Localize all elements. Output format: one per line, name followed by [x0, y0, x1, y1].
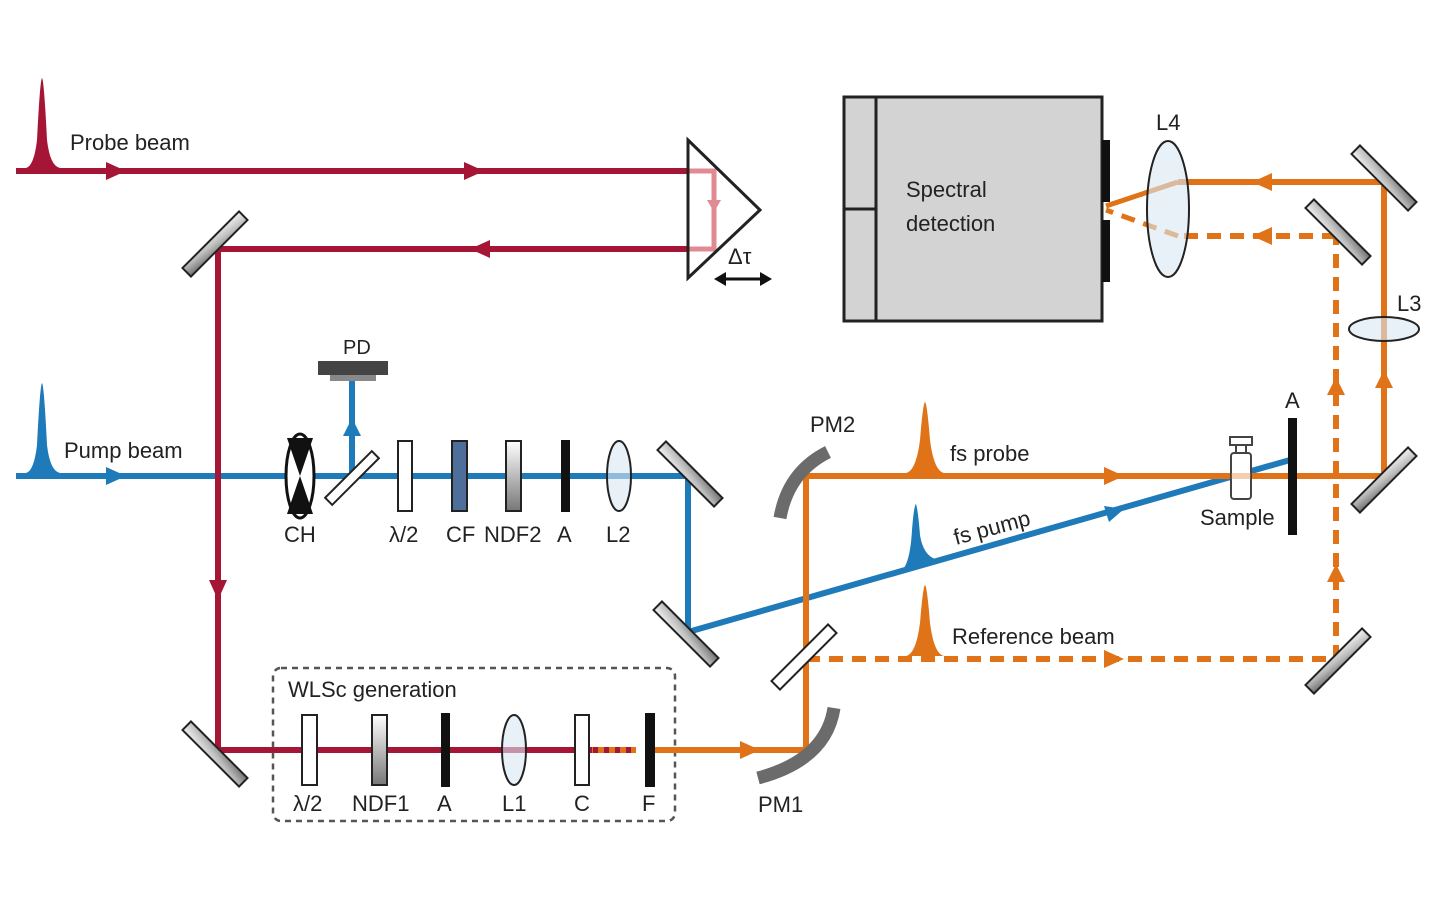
aperture-sample: A [1285, 388, 1300, 535]
pm1-label: PM1 [758, 792, 803, 817]
delay-label: Δτ [728, 244, 752, 269]
wlsc-generation-box: WLSc generation [271, 666, 677, 823]
cf-label: CF [446, 522, 475, 547]
mirror-reference-beamsplitter [770, 623, 838, 691]
pump-beam-label: Pump beam [64, 438, 183, 463]
l2-label: L2 [606, 522, 630, 547]
sample-cuvette: Sample [1200, 436, 1275, 530]
half-wave-probe-label: λ/2 [293, 791, 322, 816]
mirror-pump-upper [656, 440, 724, 508]
neutral-density-filter-1: NDF1 [352, 714, 409, 816]
half-wave-pump-label: λ/2 [389, 522, 418, 547]
l3-label: L3 [1397, 291, 1421, 316]
delay-double-arrow-icon [714, 272, 772, 286]
fs-pump-pulse-icon [900, 504, 942, 572]
pump-pulse-icon [26, 383, 60, 473]
aperture-pump: A [557, 440, 572, 547]
spectral-detector: Spectral detection [842, 95, 1110, 323]
fs-probe-label: fs probe [950, 441, 1030, 466]
color-filter: CF [446, 440, 475, 547]
mirror-pump-lower [652, 600, 720, 668]
l1-label: L1 [502, 791, 526, 816]
ndf1-label: NDF1 [352, 791, 409, 816]
ndf2-label: NDF2 [484, 522, 541, 547]
mirror-reference-lower [1304, 627, 1372, 695]
pump-beam-path [16, 380, 1291, 635]
crystal: C [574, 714, 590, 816]
lens-l3: L3 [1348, 291, 1421, 342]
filter-f: F [642, 713, 655, 816]
aperture-sample-label: A [1285, 388, 1300, 413]
half-wave-plate-probe: λ/2 [293, 714, 322, 816]
neutral-density-filter-2: NDF2 [484, 440, 541, 547]
filter-label: F [642, 791, 655, 816]
detector-label-line1: Spectral [906, 177, 987, 202]
reference-pulse-icon [906, 585, 944, 656]
retroreflector [686, 136, 763, 282]
sample-label: Sample [1200, 505, 1275, 530]
ch-label: CH [284, 522, 316, 547]
probe-pulse-icon [26, 78, 60, 168]
aperture-pump-label: A [557, 522, 572, 547]
aperture-probe-label: A [437, 791, 452, 816]
mirror-probe-top-left [181, 210, 249, 278]
plane-mirrors [181, 144, 1418, 788]
mirror-right-upper [1350, 144, 1418, 212]
lens-l4: L4 [1146, 110, 1190, 278]
probe-beam-label: Probe beam [70, 130, 190, 155]
lens-l2: L2 [606, 440, 632, 547]
half-wave-plate-pump: λ/2 [389, 440, 418, 547]
white-light-path [592, 179, 1387, 753]
pm2-label: PM2 [810, 412, 855, 437]
retroreflector-internal-path [688, 168, 717, 252]
pd-label: PD [343, 337, 371, 359]
white-light-arrows [740, 173, 1393, 759]
wlsc-title: WLSc generation [288, 677, 457, 702]
photodiode: PD [318, 337, 388, 381]
mirror-right-lower [1350, 446, 1418, 514]
parabolic-mirror-pm1: PM1 [756, 706, 841, 817]
probe-beam-path [16, 168, 688, 753]
pump-arrows [106, 418, 1124, 522]
reference-beam-label: Reference beam [952, 624, 1115, 649]
parabolic-mirror-pm2: PM2 [773, 412, 855, 520]
detector-label-line2: detection [906, 211, 995, 236]
mirror-reference-upper [1304, 198, 1372, 266]
probe-arrows [106, 162, 490, 600]
chopper: CH [284, 432, 316, 547]
l4-label: L4 [1156, 110, 1180, 135]
lens-l1: L1 [501, 714, 527, 816]
retroreflector-arrow-icon [707, 200, 721, 212]
aperture-probe: A [437, 713, 452, 816]
mirror-probe-bottom-left [181, 720, 249, 788]
fs-probe-pulse-icon [906, 402, 944, 473]
pump-beam-splitter [323, 449, 381, 507]
crystal-label: C [574, 791, 590, 816]
